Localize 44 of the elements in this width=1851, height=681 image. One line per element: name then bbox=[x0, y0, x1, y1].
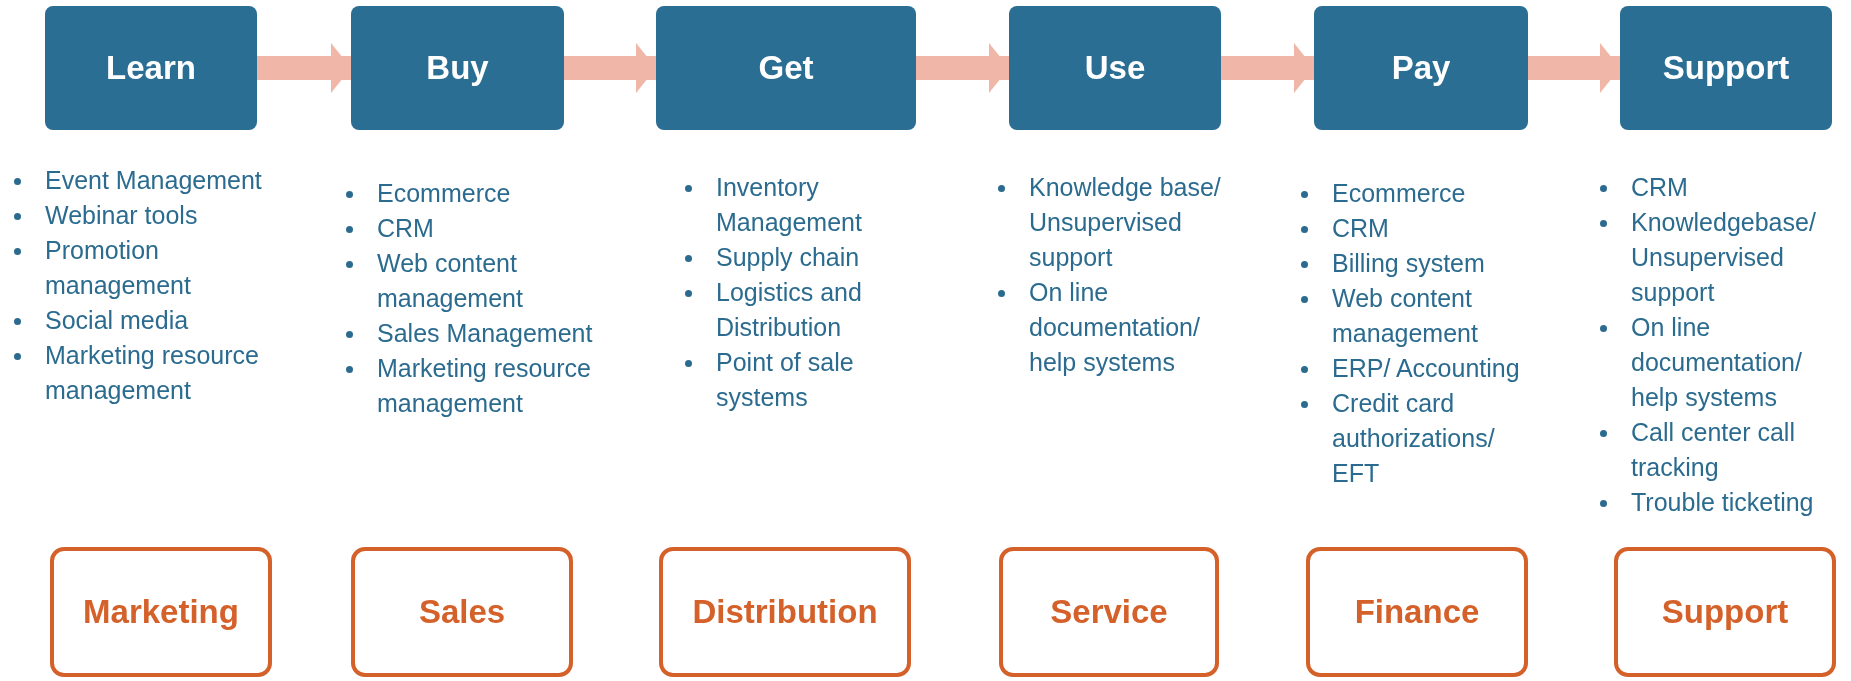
block-arrow bbox=[564, 43, 656, 93]
bullet-item: Knowledge base/ Unsupervised support bbox=[1029, 172, 1222, 273]
department-box: Distribution bbox=[659, 547, 911, 677]
stage-box: Pay bbox=[1314, 6, 1528, 130]
stage-box: Buy bbox=[351, 6, 564, 130]
bullet-item: ERP/ Accounting bbox=[1332, 353, 1521, 384]
bullet-item: Marketing resource management bbox=[45, 340, 260, 406]
block-arrow bbox=[916, 43, 1009, 93]
bullet-item: Event Management bbox=[45, 165, 263, 196]
bullet-item: Ecommerce bbox=[1332, 178, 1467, 209]
department-box: Marketing bbox=[50, 547, 272, 677]
department-box: Finance bbox=[1306, 547, 1528, 677]
bullet-item: On line documentation/ help systems bbox=[1029, 277, 1201, 378]
bullet-item: Logistics and Distribution bbox=[716, 277, 863, 343]
block-arrow bbox=[1528, 43, 1620, 93]
bullet-item: Sales Management bbox=[377, 318, 594, 349]
bullet-item: CRM bbox=[1631, 172, 1689, 203]
bullet-item: Trouble ticketing bbox=[1631, 487, 1815, 518]
bullet-item: Supply chain bbox=[716, 242, 861, 273]
stage-box: Support bbox=[1620, 6, 1832, 130]
department-box: Service bbox=[999, 547, 1219, 677]
bullet-item: Ecommerce bbox=[377, 178, 512, 209]
bullet-item: Social media bbox=[45, 305, 190, 336]
department-box: Sales bbox=[351, 547, 573, 677]
bullet-item: Inventory Management bbox=[716, 172, 863, 238]
bullet-item: Marketing resource management bbox=[377, 353, 592, 419]
bullet-item: Web content management bbox=[1332, 283, 1479, 349]
bullet-item: CRM bbox=[377, 213, 435, 244]
stage-box: Use bbox=[1009, 6, 1221, 130]
bullet-item: On line documentation/ help systems bbox=[1631, 312, 1803, 413]
bullet-item: Promotion management bbox=[45, 235, 192, 301]
block-arrow bbox=[1221, 43, 1314, 93]
department-box: Support bbox=[1614, 547, 1836, 677]
bullet-item: Web content management bbox=[377, 248, 524, 314]
stage-box: Get bbox=[656, 6, 916, 130]
bullet-item: Credit card authorizations/ EFT bbox=[1332, 388, 1496, 489]
bullet-item: Knowledgebase/ Unsupervised support bbox=[1631, 207, 1817, 308]
bullet-item: CRM bbox=[1332, 213, 1390, 244]
bullet-item: Billing system bbox=[1332, 248, 1486, 279]
stage-box: Learn bbox=[45, 6, 257, 130]
bullet-item: Point of sale systems bbox=[716, 347, 855, 413]
bullet-item: Call center call tracking bbox=[1631, 417, 1796, 483]
block-arrow bbox=[257, 43, 351, 93]
bullet-item: Webinar tools bbox=[45, 200, 199, 231]
